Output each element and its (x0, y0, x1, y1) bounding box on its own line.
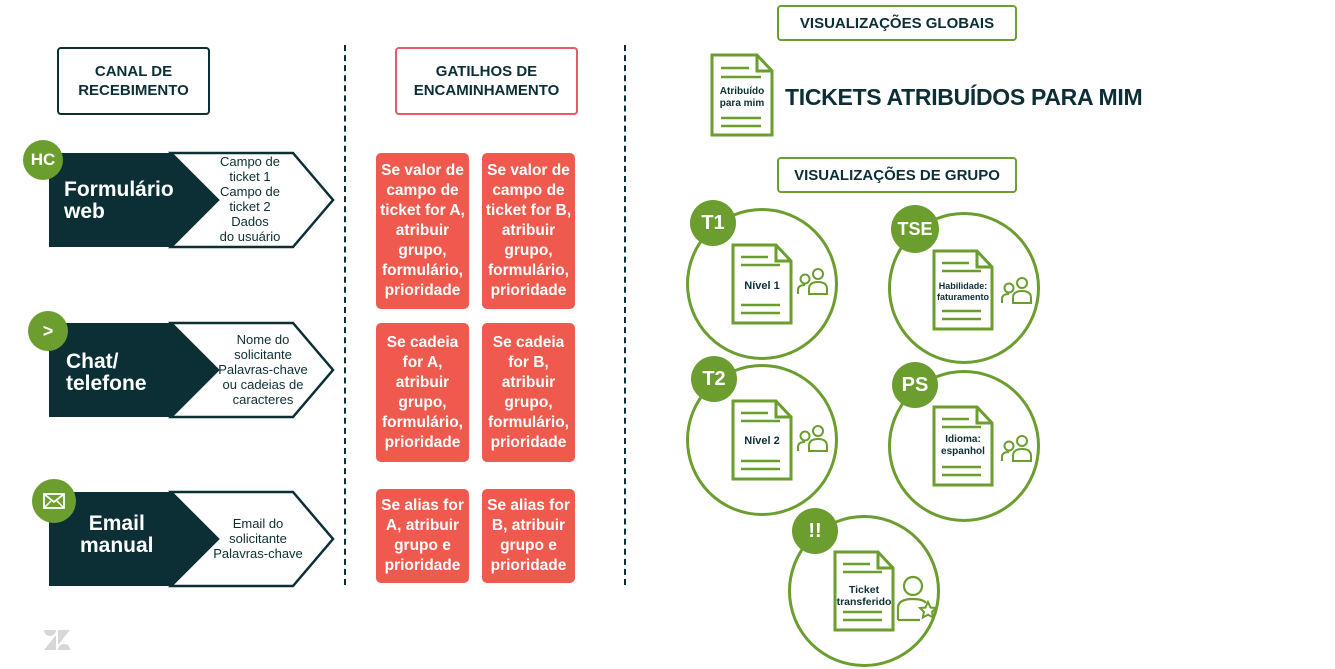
trigger-rule: Se alias for B, atribuir grupo e priorid… (482, 489, 575, 583)
header-group-views: VISUALIZAÇÕES DE GRUPO (777, 157, 1017, 193)
group-doc: Habilidade: faturamento (931, 248, 995, 332)
group-doc: Nível 1 (730, 242, 794, 326)
channel-title: Chat/ telefone (66, 350, 147, 395)
channel-arrow-shape (49, 151, 335, 249)
group-doc-label: Ticket transferido (836, 584, 892, 608)
global-view-doc-label: Atribuído para mim (719, 86, 765, 109)
trigger-rule: Se alias for A, atribuir grupo e priorid… (376, 489, 469, 583)
users-icon (1001, 435, 1032, 462)
trigger-rule: Se valor de campo de ticket for A, atrib… (376, 153, 469, 309)
t1-badge: T1 (690, 200, 736, 246)
channel-email: Email manual Email do solicitante Palavr… (48, 490, 338, 588)
channel-chat-phone: Chat/ telefone Nome do solicitante Palav… (48, 321, 338, 419)
divider-right (624, 45, 626, 585)
t2-badge: T2 (691, 356, 737, 402)
chat-badge: > (28, 311, 68, 351)
group-doc: Idioma: espanhol (931, 404, 995, 488)
zendesk-logo (44, 630, 70, 650)
header-global-views: VISUALIZAÇÕES GLOBAIS (777, 5, 1017, 41)
document-icon (833, 550, 895, 632)
channel-title: Email manual (80, 512, 154, 557)
group-doc-label: Nível 1 (744, 280, 780, 292)
users-icon (797, 425, 828, 452)
agent-star-icon (896, 575, 938, 622)
divider-left (344, 45, 346, 585)
document-icon (932, 249, 994, 331)
trigger-rule: Se cadeia for A, atribuir grupo, formulá… (376, 323, 469, 462)
envelope-badge (32, 479, 76, 523)
group-doc-label: Habilidade: faturamento (936, 281, 989, 302)
global-view-document: Atribuído para mim (709, 52, 775, 138)
trigger-rule: Se cadeia for B, atribuir grupo, formulá… (482, 323, 575, 462)
channel-arrow-shape (49, 490, 335, 588)
escalated-badge: !! (792, 508, 838, 554)
envelope-icon (43, 493, 65, 509)
trigger-rule: Se valor de campo de ticket for B, atrib… (482, 153, 575, 309)
channel-detail: Nome do solicitante Palavras-chave ou ca… (218, 332, 308, 407)
users-icon (797, 268, 828, 295)
group-doc-label: Idioma: espanhol (941, 434, 985, 457)
document-icon (731, 243, 793, 325)
document-icon (731, 399, 793, 481)
channel-title: Formulário web (64, 178, 174, 223)
global-view-title: TICKETS ATRIBUÍDOS PARA MIM (785, 84, 1143, 110)
header-channel: CANAL DE RECEBIMENTO (57, 47, 210, 115)
group-doc-label: Nível 2 (744, 435, 780, 447)
channel-detail: Email do solicitante Palavras-chave (213, 516, 303, 561)
ps-badge: PS (892, 362, 938, 408)
channel-arrow-shape (49, 321, 335, 419)
hc-badge: HC (23, 140, 63, 180)
channel-detail: Campo de ticket 1 Campo de ticket 2 Dado… (219, 154, 281, 244)
channel-web-form: Formulário web Campo de ticket 1 Campo d… (48, 151, 338, 249)
document-icon (932, 405, 994, 487)
group-doc: Nível 2 (730, 398, 794, 482)
users-icon (1001, 277, 1032, 304)
group-doc: Ticket transferido (832, 549, 896, 633)
document-icon (710, 53, 774, 137)
tse-badge: TSE (891, 205, 939, 253)
header-triggers: GATILHOS DE ENCAMINHAMENTO (395, 47, 578, 115)
